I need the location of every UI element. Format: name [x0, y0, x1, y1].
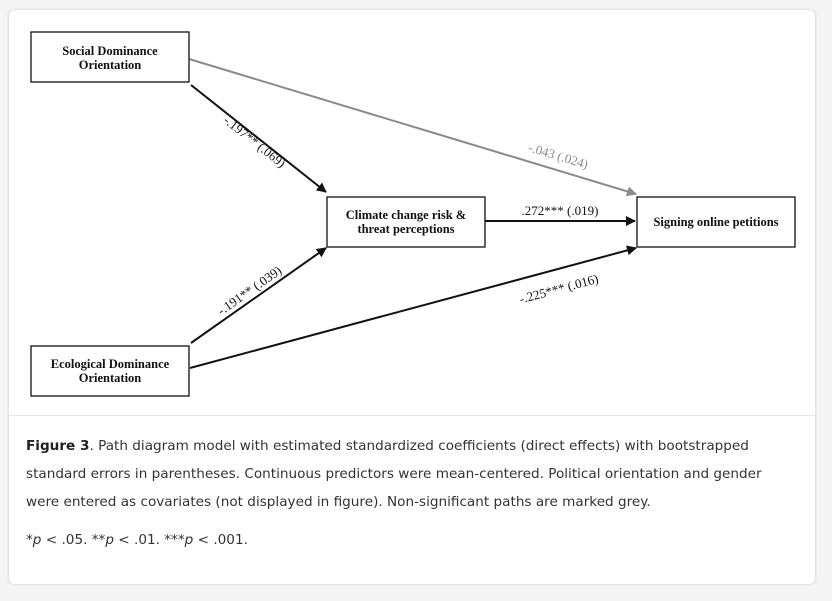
footnote-p-1: p: [32, 532, 42, 548]
edge-edo-to-petitions: [189, 245, 637, 369]
footnote-p-3: p: [184, 532, 194, 548]
edge-sdo-to-petitions: [188, 58, 637, 197]
node-social-dominance-orientation: Social Dominance Orientation: [30, 31, 190, 83]
significance-footnote: *p < .05. **p < .01. ***p < .001.: [26, 526, 796, 554]
footnote-part-1: *: [26, 532, 33, 548]
footnote-part-4: < .001.: [193, 532, 248, 548]
footnote-part-3: < .01. ***: [113, 532, 185, 548]
edge-sdo-to-climate: [190, 84, 327, 193]
figure-card: Social Dominance Orientation Ecological …: [9, 10, 815, 584]
node-sdo-line2: Orientation: [79, 58, 142, 72]
node-edo-line1: Ecological Dominance: [51, 357, 170, 371]
coef-sdo-to-petitions: -.043 (.024): [527, 140, 590, 172]
caption-paragraph: Figure 3. Path diagram model with estima…: [26, 432, 796, 516]
caption-text: . Path diagram model with estimated stan…: [26, 438, 762, 510]
caption-divider: [9, 415, 815, 416]
footnote-part-2: < .05. **: [41, 532, 106, 548]
coef-edo-to-climate: -.191** (.039): [215, 263, 285, 318]
node-climate-line1: Climate change risk &: [346, 208, 466, 222]
node-signing-online-petitions: Signing online petitions: [636, 196, 796, 248]
path-diagram: Social Dominance Orientation Ecological …: [9, 10, 815, 414]
node-ecological-dominance-orientation: Ecological Dominance Orientation: [30, 345, 190, 397]
node-climate-line2: threat perceptions: [357, 222, 454, 236]
figure-caption: Figure 3. Path diagram model with estima…: [26, 432, 796, 554]
edge-edo-to-climate: [190, 247, 327, 344]
figure-label: Figure 3: [26, 438, 90, 454]
node-sdo-line1: Social Dominance: [62, 44, 158, 58]
node-edo-line2: Orientation: [79, 371, 142, 385]
node-climate-change-risk: Climate change risk & threat perceptions: [326, 196, 486, 248]
path-diagram-svg: Social Dominance Orientation Ecological …: [30, 31, 796, 397]
coef-sdo-to-climate: -.197** (.069): [221, 112, 289, 170]
node-petitions-label: Signing online petitions: [653, 215, 778, 229]
coef-climate-to-petitions: .272*** (.019): [522, 203, 599, 218]
footnote-p-2: p: [105, 532, 114, 548]
